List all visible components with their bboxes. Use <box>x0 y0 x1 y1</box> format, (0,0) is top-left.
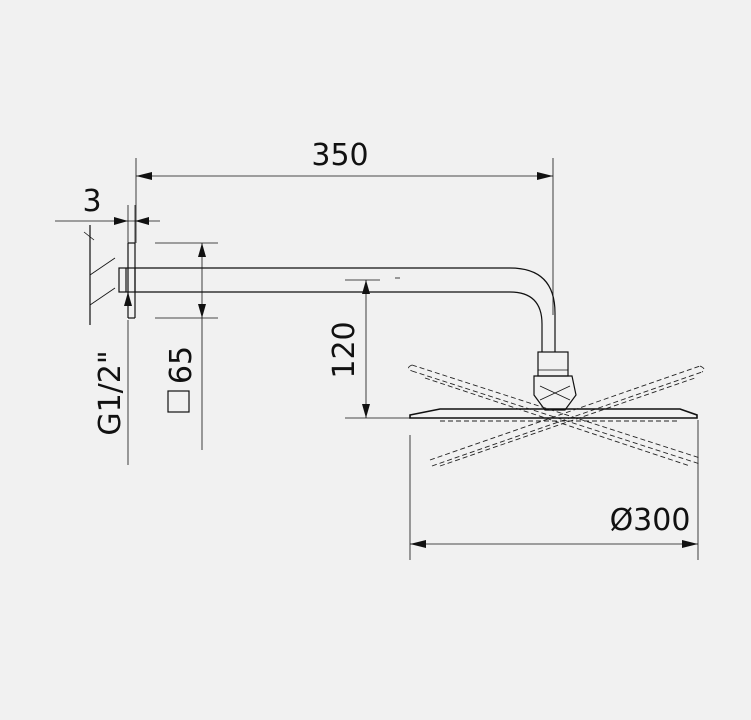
ball-joint <box>533 351 577 411</box>
dimension-350: 350 <box>135 138 554 315</box>
dimension-65-label: 65 <box>164 346 199 384</box>
wall-flange <box>83 225 136 325</box>
dimension-3: 3 <box>55 184 160 243</box>
dimension-3-label: 3 <box>82 184 101 219</box>
dimension-300: Ø300 <box>409 420 699 560</box>
dimension-120-label: 120 <box>327 321 362 378</box>
shower-arm <box>135 267 556 352</box>
dimension-300-label: Ø300 <box>610 503 691 538</box>
dimension-thread: G1/2" <box>93 292 132 465</box>
square-symbol-icon <box>167 390 190 413</box>
dimension-65: 65 <box>155 242 218 450</box>
dimension-350-label: 350 <box>311 138 368 173</box>
dimension-120: 120 <box>327 279 410 419</box>
dimension-thread-label: G1/2" <box>93 350 128 435</box>
shower-head <box>408 364 705 467</box>
